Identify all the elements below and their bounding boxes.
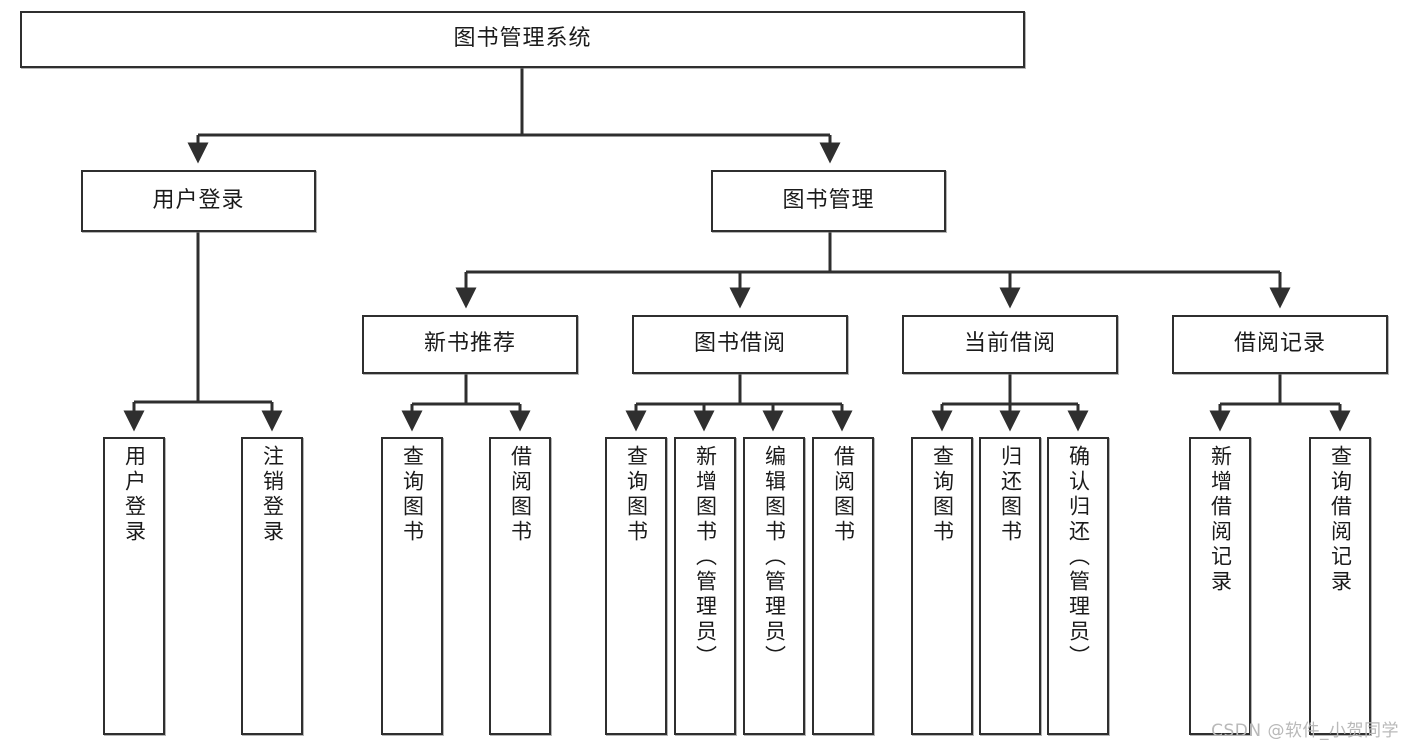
watermark: CSDN @软件_小贺同学 [1211, 721, 1399, 741]
node-current-borrow[interactable]: 当前借阅 [902, 315, 1118, 374]
node-label: 用户登录 [152, 187, 245, 213]
node-label: 图书管理系统 [453, 26, 592, 52]
leaf-borrow-query-book[interactable]: 查询图书 [605, 437, 667, 735]
node-label: 借阅记录 [1233, 331, 1326, 357]
leaf-records-query-record[interactable]: 查询借阅记录 [1309, 437, 1371, 735]
leaf-new-book-borrow-book[interactable]: 借阅图书 [489, 437, 551, 735]
node-label: 确认归还（管理员） [1066, 445, 1091, 670]
node-new-book-recommend[interactable]: 新书推荐 [362, 315, 578, 374]
node-label: 图书借阅 [693, 331, 786, 357]
node-label: 用户登录 [122, 445, 147, 545]
node-label: 借阅图书 [508, 445, 533, 545]
leaf-records-add-record[interactable]: 新增借阅记录 [1189, 437, 1251, 735]
leaf-user-login[interactable]: 用户登录 [103, 437, 165, 735]
node-label: 查询借阅记录 [1328, 445, 1353, 595]
node-book-borrow[interactable]: 图书借阅 [632, 315, 848, 374]
leaf-borrow-borrow-book[interactable]: 借阅图书 [812, 437, 874, 735]
node-label: 当前借阅 [963, 331, 1056, 357]
leaf-current-return-book[interactable]: 归还图书 [979, 437, 1041, 735]
leaf-logout[interactable]: 注销登录 [241, 437, 303, 735]
leaf-new-book-query-book[interactable]: 查询图书 [381, 437, 443, 735]
node-label: 查询图书 [930, 445, 955, 545]
node-label: 编辑图书（管理员） [762, 445, 787, 670]
leaf-borrow-add-book-admin[interactable]: 新增图书（管理员） [674, 437, 736, 735]
node-borrow-records[interactable]: 借阅记录 [1172, 315, 1388, 374]
leaf-current-confirm-return-admin[interactable]: 确认归还（管理员） [1047, 437, 1109, 735]
leaf-borrow-edit-book-admin[interactable]: 编辑图书（管理员） [743, 437, 805, 735]
node-label: 新增图书（管理员） [693, 445, 718, 670]
node-label: 新书推荐 [423, 331, 516, 357]
node-label: 新增借阅记录 [1208, 445, 1233, 595]
node-root-system[interactable]: 图书管理系统 [20, 11, 1025, 68]
node-label: 图书管理 [782, 187, 875, 213]
node-label: 借阅图书 [831, 445, 856, 545]
node-label: 查询图书 [624, 445, 649, 545]
leaf-current-query-book[interactable]: 查询图书 [911, 437, 973, 735]
node-book-management[interactable]: 图书管理 [711, 170, 946, 232]
node-label: 归还图书 [998, 445, 1023, 545]
node-label: 查询图书 [400, 445, 425, 545]
node-user-login[interactable]: 用户登录 [81, 170, 316, 232]
node-label: 注销登录 [260, 445, 285, 545]
